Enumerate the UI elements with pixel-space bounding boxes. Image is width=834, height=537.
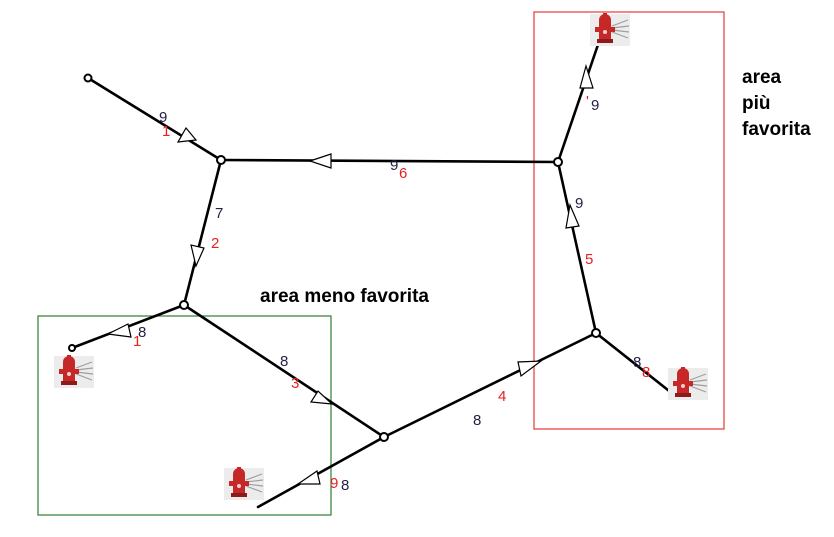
flow-arrow-pipe-10: [105, 323, 132, 338]
pipe-5: [556, 160, 598, 335]
pipe-3: [182, 303, 386, 439]
pipe-9-id: 9: [330, 475, 338, 492]
pipe-1-value: 9: [159, 109, 167, 126]
pipe-6-id: 6: [399, 165, 407, 182]
pipe-9-value: 8: [341, 477, 349, 494]
flow-arrow-pipe-7: [579, 63, 594, 89]
pipe-2-id: 2: [211, 235, 219, 252]
flow-arrow-pipe-2: [190, 244, 205, 268]
pipe-8: [594, 331, 680, 400]
less-favored-area-label: area meno favorita: [260, 286, 429, 307]
flow-arrow-pipe-9: [296, 470, 321, 485]
hydrant-icon-top-right: [589, 12, 631, 47]
node-d: [591, 328, 601, 338]
pipe-10-id: 1: [133, 333, 141, 350]
pipe-1-id: 1: [162, 123, 170, 140]
most-favored-area-label-line3: favorita: [742, 119, 811, 140]
pipe-6-value: 9: [390, 157, 398, 174]
node-b: [179, 300, 189, 310]
pipe-2: [182, 158, 223, 307]
pipe-3-value: 8: [280, 353, 288, 370]
most-favored-area-box: [533, 11, 725, 430]
flow-arrow-pipe-5: [565, 202, 580, 229]
pipe-3-id: 3: [291, 375, 299, 392]
pipe-5-value: 9: [575, 195, 583, 212]
pipe-8-id: 8: [642, 364, 650, 381]
node-a: [216, 155, 226, 165]
hydrant-icon-bottom: [223, 466, 265, 501]
flow-arrow-pipe-4: [517, 360, 543, 378]
pipe-9: [256, 435, 386, 509]
pipe-6: [219, 158, 560, 164]
node-end-pipe-1: [83, 73, 93, 83]
pipe-7: [556, 28, 605, 164]
most-favored-area-label-line2: più: [742, 93, 771, 114]
pipe-7-tick: ': [586, 93, 589, 110]
node-end-pipe-10: [68, 344, 76, 352]
pipe-8-value: 8: [633, 354, 641, 371]
node-c: [379, 432, 389, 442]
pipe-4-id: 4: [498, 388, 506, 405]
flow-arrow-pipe-3: [309, 390, 334, 405]
pipe-5-id: 5: [585, 251, 593, 268]
pipe-4: [382, 331, 598, 439]
flow-arrow-pipe-6: [308, 153, 332, 169]
hydrant-icon-right: [667, 366, 709, 401]
node-e: [553, 157, 563, 167]
most-favored-area-label-line1: area: [742, 67, 782, 88]
less-favored-area-box: [37, 315, 332, 516]
hydrant-icon-left: [53, 354, 95, 389]
pipe-10-value: 8: [138, 324, 146, 341]
pipe-2-value: 7: [215, 205, 223, 222]
pipe-1: [86, 76, 223, 162]
pipe-7-value: 9: [591, 97, 599, 114]
pipe-4-value: 8: [473, 412, 481, 429]
flow-arrow-pipe-1: [176, 126, 198, 143]
